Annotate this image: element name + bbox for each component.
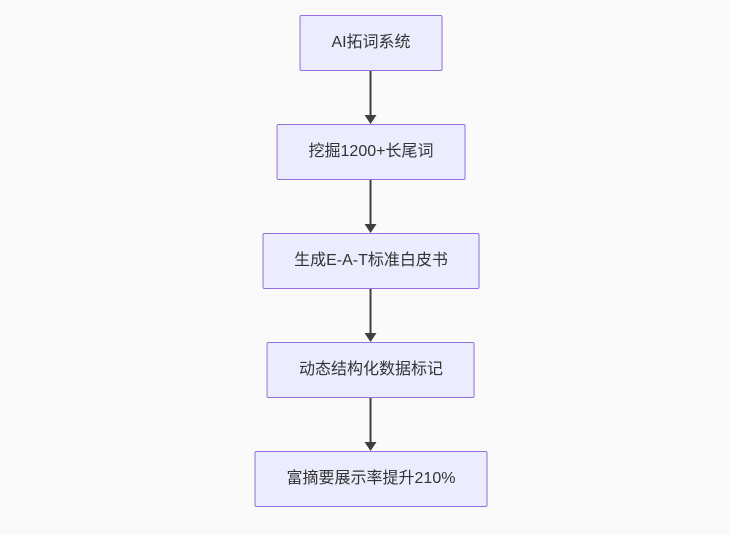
flow-node-label: 富摘要展示率提升210%	[286, 470, 456, 488]
edge-n1-n2	[364, 71, 378, 124]
flow-node-rich-snippet-result: 富摘要展示率提升210%	[254, 451, 488, 507]
arrow-line	[370, 180, 372, 224]
arrowhead-down-icon	[365, 442, 377, 451]
flow-node-longtail-mining: 挖掘1200+长尾词	[276, 124, 466, 180]
arrow-line	[370, 289, 372, 333]
flow-node-label: 生成E-A-T标准白皮书	[294, 252, 448, 270]
flow-node-label: 挖掘1200+长尾词	[308, 143, 434, 161]
arrowhead-down-icon	[365, 115, 377, 124]
edge-n4-n5	[364, 398, 378, 451]
arrow-line	[370, 398, 372, 442]
flow-node-label: AI拓词系统	[331, 34, 411, 52]
edge-n3-n4	[364, 289, 378, 342]
flow-node-eat-whitepaper: 生成E-A-T标准白皮书	[262, 233, 480, 289]
arrowhead-down-icon	[365, 224, 377, 233]
edge-n2-n3	[364, 180, 378, 233]
flow-node-ai-system: AI拓词系统	[299, 15, 443, 71]
flow-node-structured-data: 动态结构化数据标记	[266, 342, 475, 398]
arrow-line	[370, 71, 372, 115]
flowchart-canvas: AI拓词系统 挖掘1200+长尾词 生成E-A-T标准白皮书 动态结构化数据标记…	[254, 15, 488, 507]
arrowhead-down-icon	[365, 333, 377, 342]
flow-node-label: 动态结构化数据标记	[298, 361, 443, 379]
